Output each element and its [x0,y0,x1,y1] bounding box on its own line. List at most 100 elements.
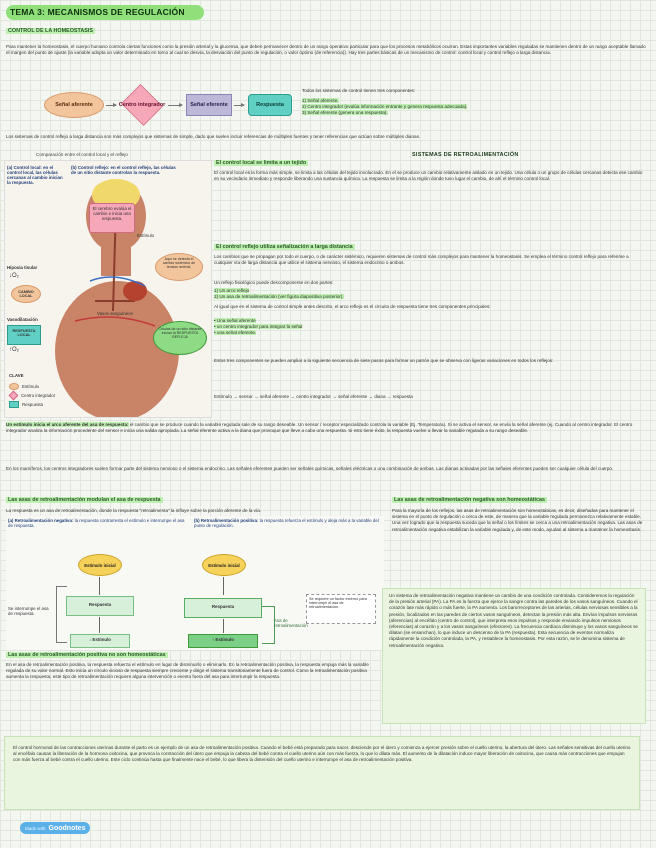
local-response-node: RESPUESTA LOCAL [7,325,41,345]
local-control-heading: El control local se limita a un tejido [214,160,309,166]
neg-title: (a) Retroalimentación negativa: [8,518,74,523]
heart-note: Aquí se detecta el cambio sistémico de t… [155,253,203,281]
section-heading-homeostasis: CONTROL DE LA HOMEOSTASIS [6,28,95,34]
o2-up-label: ↑O₂ [9,347,19,353]
integrator-node: Centro integrador [118,102,166,108]
reflex-part: 2) Un asa de retroalimentación (ver figu… [214,294,344,300]
loops-heading: Las asas de retroalimentación modulan el… [6,497,163,503]
negative-feedback-caption: (a) Retroalimentación negativa: la respu… [8,518,188,528]
neg-stimulus-label: ↓ Estímulo [89,637,111,642]
signal-efferent-node: Señal eferente [186,94,232,116]
reflex-component: • una señal eferente. [214,330,257,336]
pressure-example-box: Un sistema de retroalimentación negativa… [382,588,646,724]
reflex-text-3: Al igual que en el sistema de control si… [214,304,491,309]
key-legend: Estímulo Centro integrador Respuesta [8,383,56,408]
external-factor-note: Se requiere un factor externo para inter… [306,594,376,624]
component-item: 2) Centro integrador (evalúa información… [302,104,468,110]
vasodilation-label: Vasodilatación [7,317,38,322]
heart-shape [123,281,147,301]
feedback-systems-heading: SISTEMAS DE RETROALIMENTACIÓN [412,152,519,158]
pos-loop-label: Asa de retroalimentación [274,618,308,628]
key-item: Respuesta [22,402,43,407]
birth-example-box: El control hormonal de las contracciones… [4,736,640,810]
signal-afferent-node: Señal aferente [44,92,104,118]
key-title: CLAVE [9,373,24,378]
arc-lead: Un estímulo inicia el arco aferente del … [6,422,129,427]
key-item: Centro integrador [21,393,56,398]
pos-response-box [184,598,262,618]
arc-paragraph: Un estímulo inicia el arco aferente del … [6,422,646,434]
negative-homeostatic-text: Para la mayoría de los reflejos, las asa… [392,508,643,532]
o2-down-label: ↓O₂ [9,273,19,279]
pos-initial-stimulus: Estímulo inicial [202,554,246,576]
reflex-sequence: Estímulo → sensor → señal aferente → cen… [214,394,413,399]
blood-vessel-blue [89,276,146,287]
pos-stimulus-label: ↑ Estímulo [212,637,234,642]
neg-arrow-down [99,577,100,595]
neg-sub: la respuesta contrarresta el estímulo e … [8,518,185,528]
component-item: 1) Señal aferente. [302,98,339,103]
neg-stop-note: Se interrumpe el asa de respuesta. [8,606,49,616]
pos-stimulus-box [188,634,258,648]
positive-heading: Las asas de retroalimentación positiva n… [6,652,168,658]
positive-feedback-caption: (b) Retroalimentación positiva: la respu… [194,518,382,528]
torso-shape [55,281,179,421]
neg-response-box [66,596,134,616]
local-change-node: CAMBIO LOCAL [11,285,41,303]
pos-loop-line [262,606,275,644]
neg-arrow-down-2 [99,617,100,633]
pos-arrow-down [223,577,224,595]
vessels-label: Vasos sanguíneos [97,311,133,316]
pos-sub: la respuesta refuerza el estímulo y alej… [194,518,379,528]
made-with-label: Made with [25,825,46,831]
page-title: TEMA 3: MECANISMOS DE REGULACIÓN [6,5,204,20]
goodnotes-badge: Made with Goodnotes [20,822,91,834]
reflex-heading: El control reflejo utiliza señalización … [214,244,355,250]
pos-response-label: Respuesta [211,604,235,609]
component-item: 3) Señal eferente (genera una respuesta)… [302,110,388,116]
components-intro: Todos los sistemas de control tienen tre… [302,88,416,93]
hypoxia-label: Hipoxia tisular [7,265,38,270]
reflex-parts-list: 1) Un arco reflejo 2) Un asa de retroali… [214,288,646,300]
blood-vessel-red [74,316,156,327]
stimulus-swatch [9,383,19,390]
components-list: 1) Señal aferente. 2) Centro integrador … [302,98,612,117]
flow-arrow [106,102,117,107]
pos-title: (b) Retroalimentación positiva: [194,518,259,523]
loops-text: La respuesta es un asa de retroalimentac… [6,508,262,513]
reflex-component: • Una señal aferente [214,318,256,323]
brain-note: El cerebro evalúa el cambio e inicia una… [89,203,135,233]
stimulus-label: Estímulo [137,233,155,238]
reflex-complexity-note: Los sistemas de control reflejo a larga … [6,134,421,139]
distant-cells-note: Células de un sitio distante inician la … [153,321,207,355]
arc-text: el cambio que se produce cuando la varia… [6,422,633,434]
reflex-text-2: Un reflejo fisiológico puede descomponer… [214,280,334,285]
pos-arrow-down-2 [223,619,224,633]
flow-arrow [168,102,183,107]
flow-arrow [234,102,245,107]
intro-paragraph: Para mantener la homeostasis, el cuerpo … [6,44,646,56]
neg-initial-stimulus: Estímulo inicial [78,554,122,576]
neg-response-label: Respuesta [88,602,112,607]
reflex-text-1: Los cambios que se propagan por todo el … [214,254,629,266]
reflex-control-label: (b) Control reflejo: en el control refle… [71,165,176,175]
local-control-label: (a) Control local: en el control local, … [7,165,63,185]
body-illustration [55,179,179,421]
key-item: Estímulo [22,384,40,389]
response-node: Respuesta [248,94,292,116]
positive-text: En el asa de retroalimentación positiva,… [6,662,369,680]
feedback-figure: (a) Retroalimentación negativa: la respu… [6,516,384,650]
figure-caption: Comparación entre el control local y el … [36,152,128,157]
local-control-text: El control local es la forma más simple,… [214,170,643,182]
reflex-component: • un centro integrador para integrar la … [214,324,303,330]
neg-loop-line [56,586,67,643]
local-vs-reflex-figure: (a) Control local: en el control local, … [4,160,212,421]
reflex-text-4: Estos tres componentes se pueden ampliar… [214,358,554,363]
arc-text-2: En los mamíferos, los centros integrador… [6,466,614,471]
integrator-swatch [8,390,19,401]
goodnotes-brand: Goodnotes [48,824,86,832]
reflex-components-list: • Una señal aferente • un centro integra… [214,318,646,337]
response-swatch [9,401,19,408]
reflex-part: 1) Un arco reflejo [214,288,250,293]
neg-stimulus-box [70,634,130,648]
